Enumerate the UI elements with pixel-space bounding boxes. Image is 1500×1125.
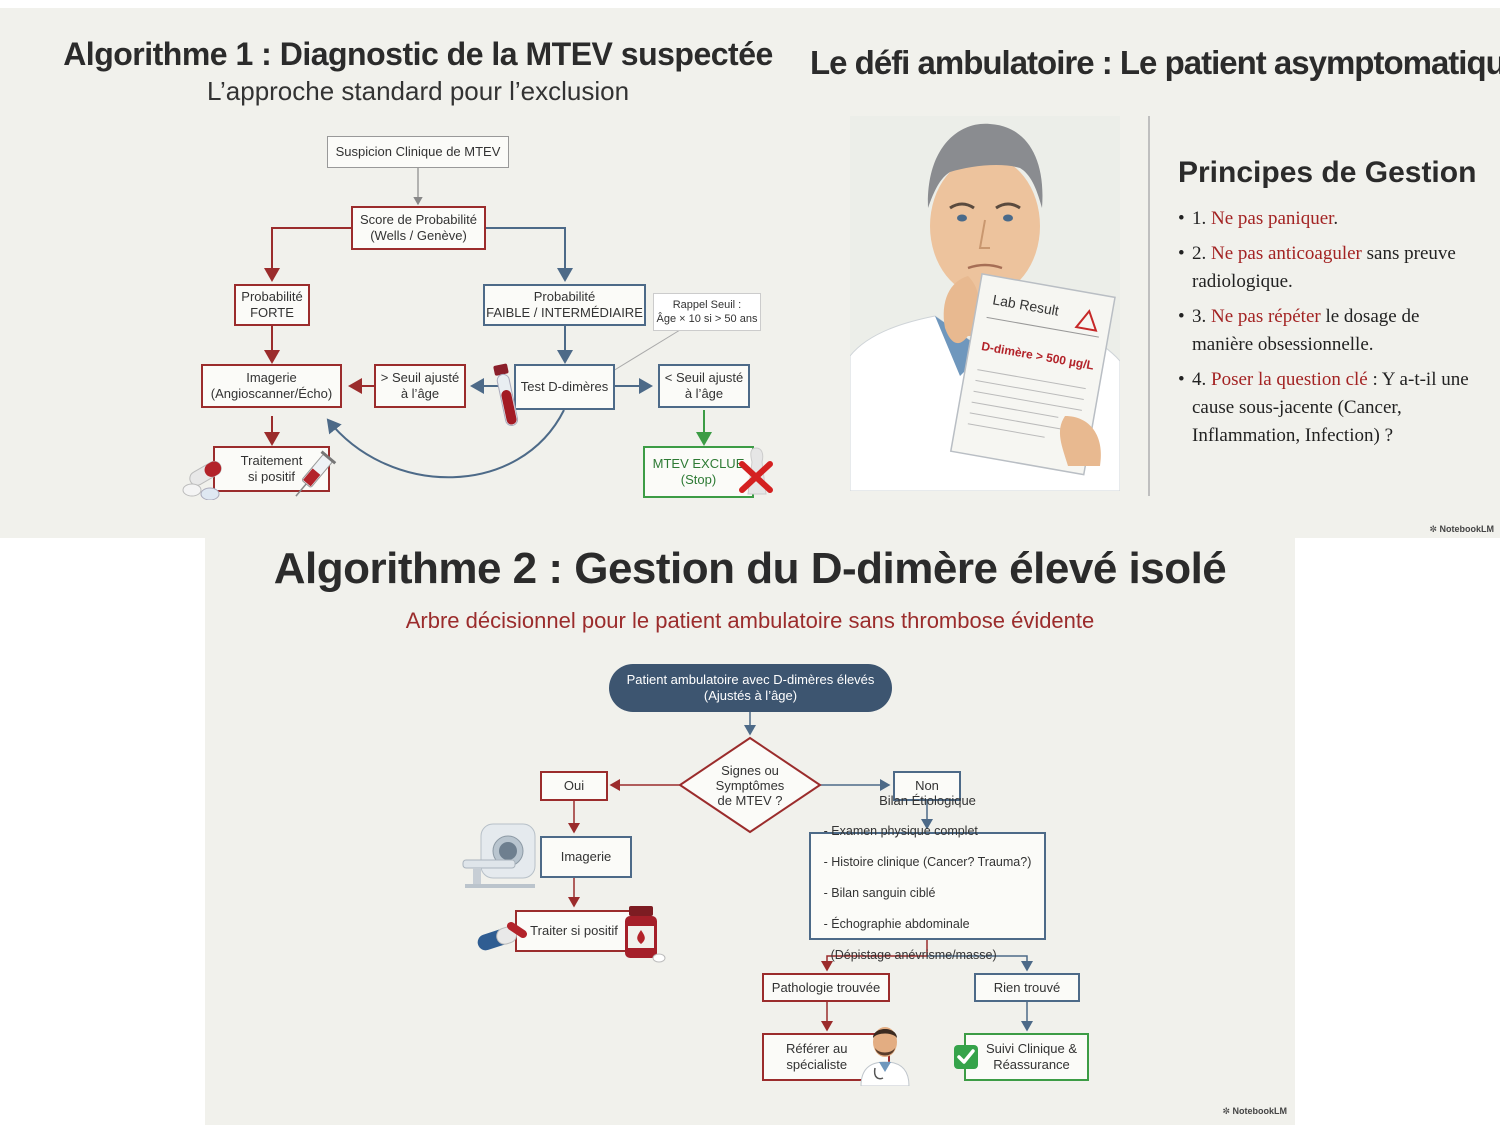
algorithm-2-panel: Algorithme 2 : Gestion du D-dimère élevé… xyxy=(205,500,1295,1125)
bilan-etiologique-node: Bilan Étiologique - Examen physique comp… xyxy=(809,793,1046,962)
algo2-subtitle: Arbre décisionnel pour le patient ambula… xyxy=(405,608,1095,633)
score-node: Score de Probabilité (Wells / Genève) xyxy=(351,206,486,250)
bilan-title: Bilan Étiologique xyxy=(879,792,976,808)
divider-line xyxy=(1148,116,1150,496)
rappel-seuil-node: Rappel Seuil : Âge × 10 si > 50 ans xyxy=(653,293,761,331)
mtev-exclue-node: MTEV EXCLUE (Stop) xyxy=(643,446,754,498)
algo1-connectors xyxy=(264,168,712,479)
rien-trouve-node: Rien trouvé xyxy=(974,973,1080,1002)
doctor-icon xyxy=(860,1027,910,1086)
algo2-title: Algorithme 2 : Gestion du D-dimère élevé… xyxy=(273,544,1227,593)
blood-tube-icon xyxy=(493,363,519,427)
suspicion-node: Suspicion Clinique de MTEV xyxy=(327,136,509,168)
brand-label: ✼ NotebookLM xyxy=(1222,1106,1287,1116)
seuil-inferieur-node: < Seuil ajusté à l’âge xyxy=(658,364,750,408)
imagerie-node: Imagerie xyxy=(540,836,632,878)
suivi-node: Suivi Clinique & Réassurance xyxy=(964,1033,1089,1081)
question-diamond-node: Signes ou Symptômes de MTEV ? xyxy=(715,762,785,808)
algo1-title: Algorithme 1 : Diagnostic de la MTEV sus… xyxy=(63,36,773,72)
pathologie-node: Pathologie trouvée xyxy=(762,973,890,1002)
bilan-item: (Dépistage anévrisme/masse) xyxy=(823,948,997,963)
test-ddimeres-node: Test D-dimères xyxy=(514,364,615,410)
brand-label: ✼ NotebookLM xyxy=(1429,524,1494,534)
principles-list: 1. Ne pas paniquer. 2. Ne pas anticoagul… xyxy=(1178,205,1478,457)
probabilite-faible-node: Probabilité FAIBLE / INTERMÉDIAIRE xyxy=(483,284,646,326)
bilan-item: - Histoire clinique (Cancer? Trauma?) xyxy=(823,855,1032,870)
pills-icon xyxy=(182,460,222,501)
principle-item: 2. Ne pas anticoaguler sans preuve radio… xyxy=(1178,240,1478,296)
medicine-bottle-icon xyxy=(625,906,666,963)
principle-item: 3. Ne pas répéter le dosage de manière o… xyxy=(1178,303,1478,359)
bilan-item: - Examen physique complet xyxy=(823,824,978,839)
bilan-items: - Examen physique complet - Histoire cli… xyxy=(824,809,1032,980)
oui-node: Oui xyxy=(540,771,608,801)
bilan-item: - Bilan sanguin ciblé xyxy=(823,886,936,901)
principle-item: 4. Poser la question clé : Y a-t-il une … xyxy=(1178,366,1478,450)
algorithm-1-panel: Algorithme 1 : Diagnostic de la MTEV sus… xyxy=(0,8,790,538)
imagerie-node: Imagerie (Angioscanner/Écho) xyxy=(201,364,342,408)
non-node: Non xyxy=(893,771,961,801)
algo1-subtitle: L’approche standard pour l’exclusion xyxy=(206,76,630,106)
syringe-icon xyxy=(295,450,337,497)
doctor-thinking-illustration: Lab Result D-dimère > 500 µg/L xyxy=(850,116,1120,491)
principle-item: 1. Ne pas paniquer. xyxy=(1178,205,1478,233)
green-check-icon xyxy=(954,1045,978,1069)
algo2-connectors xyxy=(568,712,1033,1032)
pills-icon-2 xyxy=(477,922,527,951)
challenge-title: Le défi ambulatoire : Le patient asympto… xyxy=(810,44,1500,81)
challenge-panel: Le défi ambulatoire : Le patient asympto… xyxy=(790,8,1500,538)
start-pill-node: Patient ambulatoire avec D-dimères élevé… xyxy=(609,664,892,712)
bilan-item: - Échographie abdominale xyxy=(823,917,970,932)
traiter-node: Traiter si positif xyxy=(515,910,633,952)
principles-title: Principes de Gestion xyxy=(1178,156,1477,189)
seuil-superieur-node: > Seuil ajusté à l’âge xyxy=(374,364,466,408)
red-x-icon xyxy=(739,447,773,495)
ct-scanner-icon xyxy=(462,823,536,888)
probabilite-forte-node: Probabilité FORTE xyxy=(234,284,310,326)
